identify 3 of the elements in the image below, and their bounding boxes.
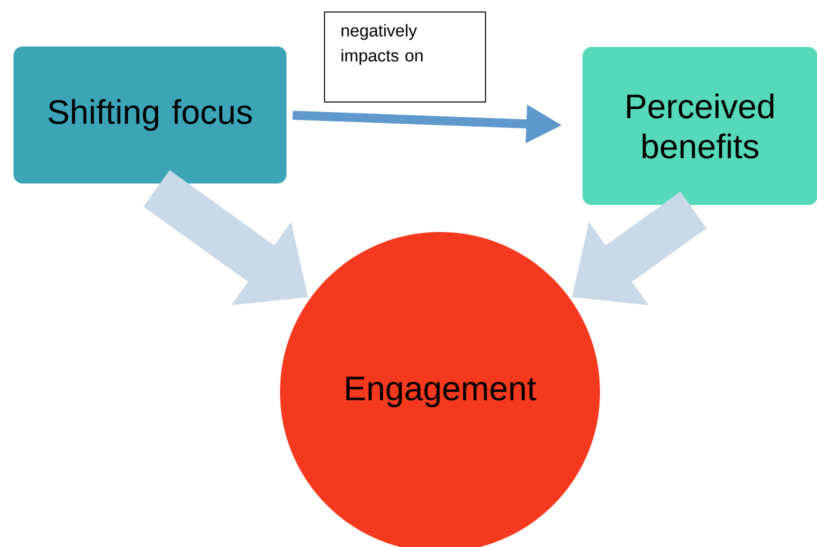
process-box: Shifting focus [14, 46, 286, 184]
process-box: Perceived benefits [582, 47, 817, 205]
edge-label: negatively impacts on [342, 24, 423, 65]
